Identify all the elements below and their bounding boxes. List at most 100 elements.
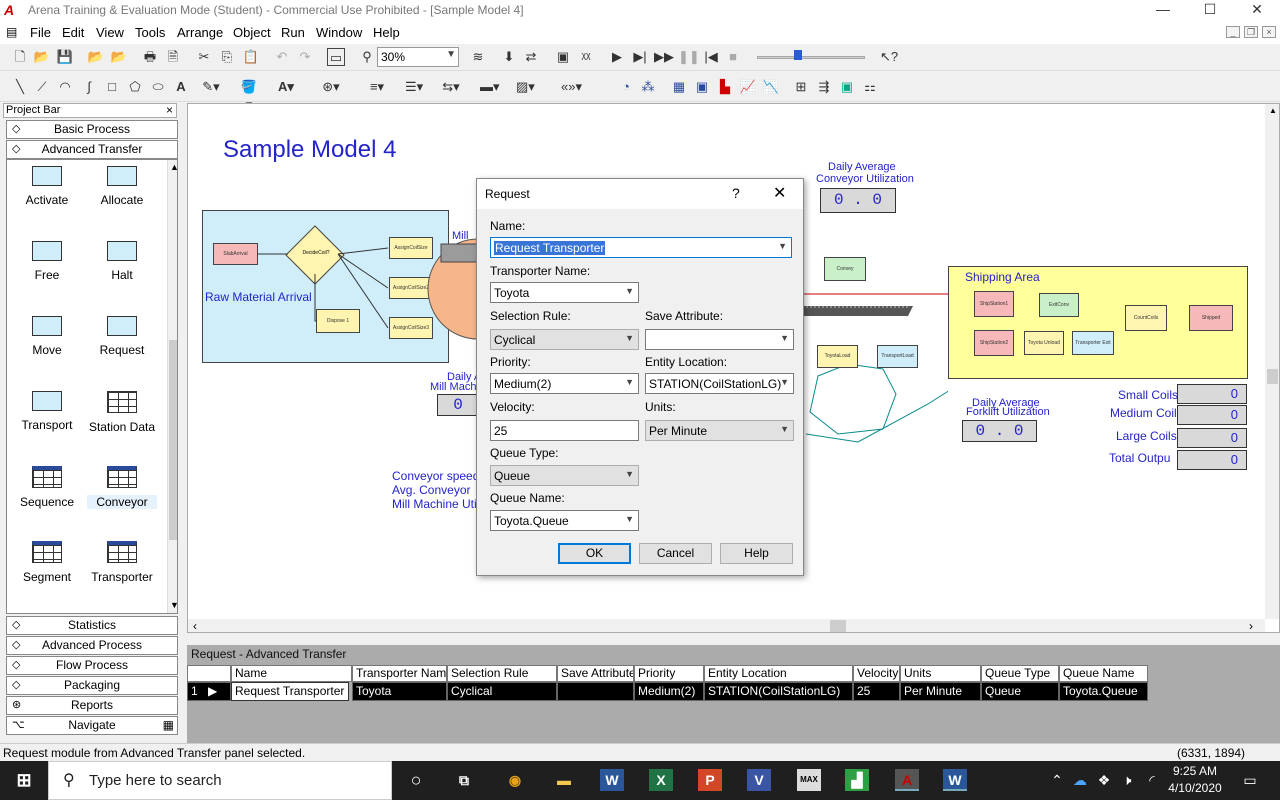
ellipse-icon[interactable]: ⬭ [152, 79, 164, 94]
animation-speed-slider[interactable] [757, 56, 865, 59]
menu-tools[interactable]: Tools [135, 25, 166, 40]
mdi-restore-button[interactable]: ❐ [1244, 26, 1258, 38]
cell-priority[interactable]: Medium(2) [634, 682, 704, 701]
show-dimensions-icon[interactable]: «»▾ [561, 79, 582, 94]
help-button[interactable]: Help [720, 543, 793, 564]
fill-color-icon[interactable]: 🪣▾ [240, 79, 258, 112]
doc-icon[interactable]: ▤ [6, 25, 18, 39]
polyline-icon[interactable]: ⟋ [37, 79, 47, 94]
speed-slider-thumb[interactable] [794, 50, 802, 60]
module-free[interactable]: Free [12, 241, 82, 282]
menu-arrange[interactable]: Arrange [177, 25, 224, 40]
fill-pattern-icon[interactable]: ▨▾ [516, 79, 535, 94]
save-icon[interactable]: 💾 [56, 49, 74, 64]
transporter-exit-node[interactable]: Transporter Exit [1072, 331, 1114, 355]
station-icon[interactable]: ▣ [840, 79, 854, 94]
go-icon[interactable]: ▶ [612, 49, 622, 64]
menu-edit[interactable]: Edit [62, 25, 85, 40]
slab-arrival-node[interactable]: SlabArrival [213, 243, 258, 265]
module-move[interactable]: Move [12, 316, 82, 357]
col-header-velocity[interactable]: Velocity [853, 665, 900, 682]
panel-reports[interactable]: ⊛Reports [6, 696, 178, 715]
scroll-right-icon[interactable]: › [1249, 619, 1253, 633]
line-style-icon[interactable]: ☰▾ [405, 79, 424, 94]
template-detach-icon[interactable]: 📂 [110, 49, 128, 64]
mdi-minimize-button[interactable]: _ [1226, 26, 1240, 38]
col-header-save-attribute[interactable]: Save Attribute [557, 665, 634, 682]
xx-icon[interactable]: ᵡᵡ [581, 49, 591, 64]
cell-queue-name[interactable]: Toyota.Queue [1059, 682, 1148, 701]
end-icon[interactable]: ■ [729, 49, 737, 64]
context-help-icon[interactable]: ↖? [880, 49, 899, 64]
panel-advanced-process[interactable]: ◇Advanced Process [6, 636, 178, 655]
panel-advanced-transfer[interactable]: ◇Advanced Transfer [6, 140, 178, 159]
module-transporter[interactable]: Transporter [87, 541, 157, 584]
notification-icon[interactable]: ▭ [1243, 772, 1257, 788]
print-preview-icon[interactable]: 🗎 [167, 49, 179, 64]
panel-statistics[interactable]: ◇Statistics [6, 616, 178, 635]
module-halt[interactable]: Halt [87, 241, 157, 282]
panel-flow-process[interactable]: ◇Flow Process [6, 656, 178, 675]
panel-basic-process[interactable]: ◇Basic Process [6, 120, 178, 139]
chart-icon[interactable]: 📉 [762, 79, 780, 94]
module-conveyor[interactable]: Conveyor [87, 466, 157, 509]
col-header-units[interactable]: Units [900, 665, 981, 682]
velocity-input[interactable]: 25 [490, 420, 639, 441]
fast-forward-icon[interactable]: ▶▶ [654, 49, 674, 64]
line-pattern-icon[interactable]: ▬▾ [480, 79, 500, 94]
arrow-style-icon[interactable]: ⇆▾ [442, 79, 460, 94]
plot-icon[interactable]: 📈 [739, 79, 757, 94]
chevron-down-icon[interactable]: ▼ [625, 469, 634, 479]
cell-name[interactable]: Request Transporter [231, 682, 349, 701]
parking-icon[interactable]: ⚏ [864, 79, 876, 94]
undo-icon[interactable]: ↶ [276, 49, 288, 64]
task-view-icon[interactable]: ⧉ [459, 772, 469, 788]
view-region-icon[interactable]: ▣ [556, 49, 570, 64]
queue-icon[interactable]: ⊞ [795, 79, 807, 94]
wifi-icon[interactable]: ◜ [1149, 772, 1155, 788]
transporter-name-combo[interactable]: Toyota▼ [490, 282, 639, 303]
col-header-transporter-name[interactable]: Transporter Name [352, 665, 447, 682]
scroll-up-icon[interactable]: ▲ [170, 162, 177, 172]
taskbar-search[interactable]: ⚲ Type here to search [48, 761, 392, 800]
minimize-button[interactable]: — [1156, 1, 1170, 17]
close-button[interactable]: ✕ [1251, 1, 1263, 17]
name-combo[interactable]: Request Transporter▼ [490, 237, 792, 258]
zoom-icon[interactable]: ⚲ [362, 49, 372, 64]
start-over-icon[interactable]: |◀ [704, 49, 718, 64]
selection-rule-select[interactable]: Cyclical▼ [490, 329, 639, 350]
convey-node[interactable]: Convey [824, 257, 866, 281]
histogram-icon[interactable]: ▙ [720, 79, 730, 94]
chrome-icon[interactable]: ◉ [508, 772, 522, 788]
clock-date[interactable]: 4/10/2020 [1168, 781, 1222, 795]
module-allocate[interactable]: Allocate [87, 166, 157, 207]
transport-load-node[interactable]: TransportLoad [877, 345, 918, 368]
text-icon[interactable]: A [176, 79, 186, 94]
scroll-down-icon[interactable]: ▼ [170, 600, 177, 610]
menu-help[interactable]: Help [373, 25, 400, 40]
module-sequence[interactable]: Sequence [12, 466, 82, 509]
ship-station2-node[interactable]: ShipStation2 [974, 330, 1014, 356]
variable-icon[interactable]: ▦ [672, 79, 686, 94]
split-screen-icon[interactable]: ▭ [327, 48, 345, 66]
open-icon[interactable]: 📂 [33, 49, 51, 64]
max-app-icon[interactable]: MAX [797, 769, 821, 791]
cut-icon[interactable]: ✂ [198, 49, 210, 64]
chevron-down-icon[interactable]: ▼ [625, 333, 634, 343]
line-color-icon[interactable]: ✎▾ [202, 79, 220, 94]
cortana-icon[interactable]: ○ [410, 770, 422, 790]
bezier-icon[interactable]: ∫ [87, 79, 91, 94]
paste-icon[interactable]: 📋 [242, 49, 260, 64]
pause-icon[interactable]: ❚❚ [678, 49, 700, 64]
save-attribute-combo[interactable]: ▼ [645, 329, 794, 350]
mdi-close-button[interactable]: × [1262, 26, 1276, 38]
col-header-selection-rule[interactable]: Selection Rule [447, 665, 557, 682]
panel-navigate[interactable]: ⌥Navigate▦ [6, 716, 178, 735]
cell-queue-type[interactable]: Queue [981, 682, 1059, 701]
layers-icon[interactable]: ≋ [472, 49, 484, 64]
excel-icon[interactable]: X [649, 769, 673, 791]
word-icon[interactable]: W [600, 769, 624, 791]
ok-button[interactable]: OK [558, 543, 631, 564]
menu-window[interactable]: Window [316, 25, 363, 40]
chevron-down-icon[interactable]: ▼ [778, 241, 787, 251]
